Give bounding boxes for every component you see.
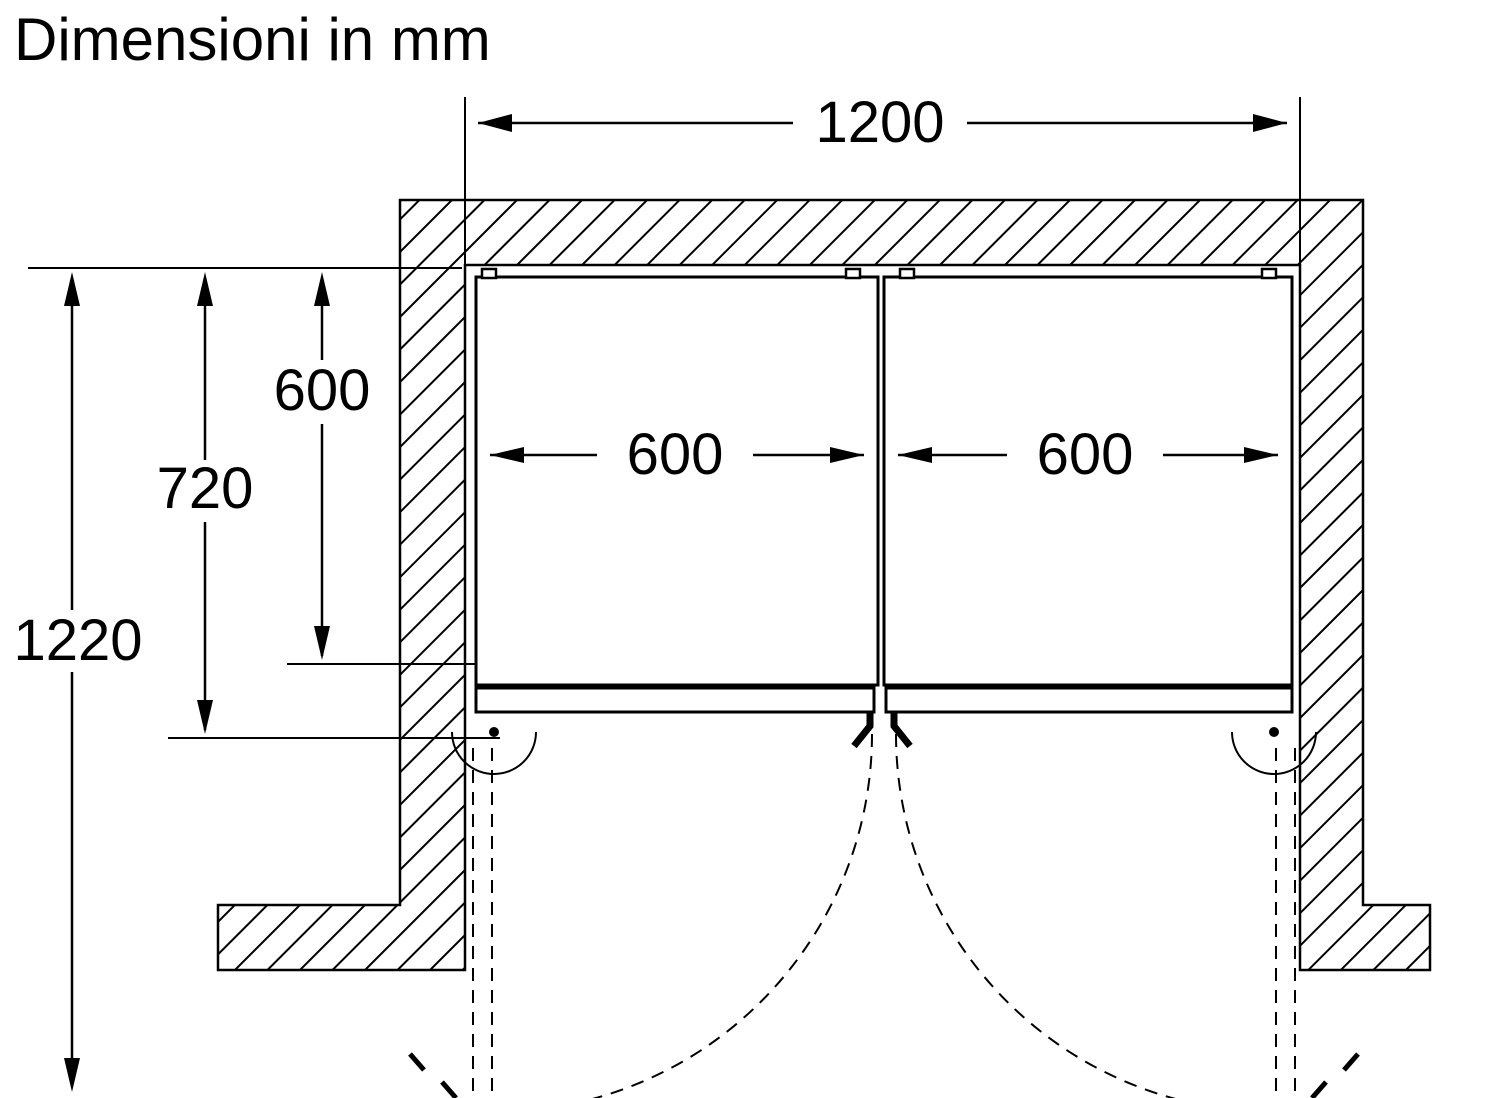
arrowhead-right <box>830 447 864 463</box>
dim-label-depth-600: 600 <box>274 358 371 423</box>
appliances <box>474 267 1294 714</box>
door-edge-tick <box>408 1052 426 1072</box>
diagram-title: Dimensioni in mm <box>14 6 491 73</box>
arrowhead-left <box>898 447 932 463</box>
dim-label-niche-width: 1200 <box>815 90 944 155</box>
arrowhead-left <box>490 447 524 463</box>
hinge-arc-left <box>451 731 537 775</box>
hinge-pivot-left <box>489 727 499 737</box>
appliance-right-door <box>884 686 1294 714</box>
center-hinge-bracket-left <box>851 712 874 749</box>
door-swing <box>408 712 1360 1098</box>
dim-appliance-right-width: 600 <box>898 422 1278 487</box>
arrowhead-right <box>1244 447 1278 463</box>
dim-niche-width: 1200 <box>464 90 1301 266</box>
arrowhead-up <box>197 272 213 306</box>
arrowhead-up <box>64 272 80 306</box>
door-edge-tick <box>1342 1052 1360 1072</box>
appliance-left-door <box>474 686 876 714</box>
depth-dimensions: 600 720 1220 <box>13 267 500 1092</box>
hinge-tab-icon <box>844 267 862 280</box>
center-hinge-bracket-right <box>890 712 913 749</box>
hinge-tab-icon <box>898 267 916 280</box>
arrowhead-up <box>314 272 330 306</box>
arrowhead-down <box>197 700 213 734</box>
hinge-tab-icon <box>480 267 498 280</box>
dim-label-left-width: 600 <box>627 422 724 487</box>
swing-arc-right-door <box>895 733 1177 1098</box>
appliance-right-body <box>882 275 1294 687</box>
arrowhead-right <box>1253 114 1287 132</box>
dim-label-right-width: 600 <box>1037 422 1134 487</box>
appliance-left-body <box>474 275 880 687</box>
dim-appliance-left-width: 600 <box>490 422 864 487</box>
arrowhead-down <box>64 1058 80 1092</box>
arrowhead-down <box>314 626 330 660</box>
swing-arc-left-door <box>591 733 873 1098</box>
dim-label-depth-1220: 1220 <box>13 608 142 673</box>
arrowhead-left <box>478 114 512 132</box>
door-edge-tick <box>440 1080 458 1098</box>
door-edge-tick <box>1310 1080 1328 1098</box>
hinge-arc-right <box>1231 731 1317 775</box>
hinge-pivot-right <box>1269 727 1279 737</box>
hinge-tab-icon <box>1260 267 1278 280</box>
dim-label-depth-720: 720 <box>157 456 254 521</box>
